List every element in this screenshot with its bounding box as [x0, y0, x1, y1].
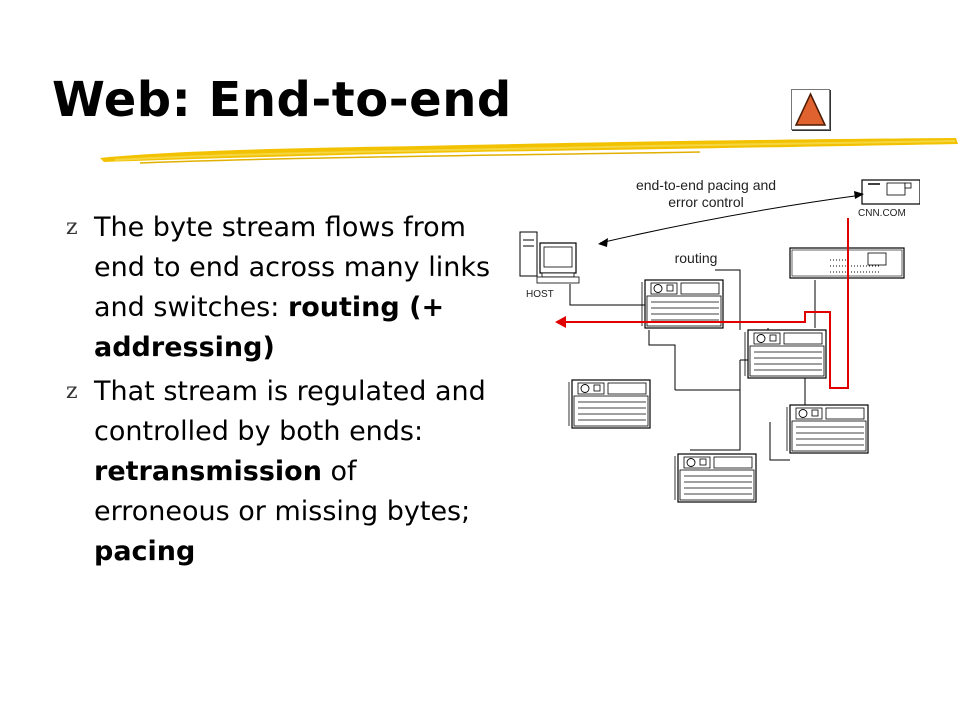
- network-diagram: end-to-end pacing and error control rout…: [500, 160, 920, 520]
- router-icon: [786, 404, 869, 454]
- computer-icon: [519, 231, 580, 284]
- bullet-item: z The byte stream flows from end to end …: [66, 208, 496, 368]
- routing-label: routing: [674, 250, 718, 266]
- route-path: [562, 218, 849, 389]
- bullet-text: The byte stream flows from end to end ac…: [94, 212, 491, 323]
- bullet-marker: z: [66, 215, 78, 240]
- server-icon: [861, 179, 920, 205]
- bullet-marker: z: [66, 379, 78, 404]
- route-arrowhead: [555, 316, 566, 328]
- pacing-arrow: [598, 191, 864, 247]
- bullet-list: z The byte stream flows from end to end …: [66, 208, 496, 576]
- pacing-label: end-to-end pacing and error control: [606, 177, 806, 211]
- bullet-emphasis: routing (+ addressing): [94, 292, 445, 363]
- router-icon: [744, 329, 827, 379]
- network-links: [569, 248, 831, 461]
- bullet-emphasis: retransmission: [94, 456, 322, 487]
- bullet-text: of erroneous or missing bytes;: [94, 456, 471, 527]
- bullet-emphasis: pacing: [94, 536, 196, 567]
- pacing-label-line1: end-to-end pacing and: [635, 177, 777, 193]
- slide-title: Web: End-to-end: [52, 72, 512, 128]
- pacing-label-line2: error control: [668, 194, 744, 210]
- server-label: CNN.COM: [858, 208, 906, 219]
- bullet-item: z That stream is regulated and controlle…: [66, 372, 496, 572]
- triangle-up-icon: [794, 92, 827, 126]
- router-icon: [568, 379, 651, 429]
- title-underline: [100, 138, 958, 164]
- router-icon: [674, 453, 757, 503]
- host-label: HOST: [526, 289, 554, 300]
- router-icon: [641, 279, 724, 329]
- bullet-text: That stream is regulated and controlled …: [94, 376, 486, 447]
- nav-forward-button[interactable]: [791, 89, 830, 130]
- network-graphic: [519, 179, 920, 503]
